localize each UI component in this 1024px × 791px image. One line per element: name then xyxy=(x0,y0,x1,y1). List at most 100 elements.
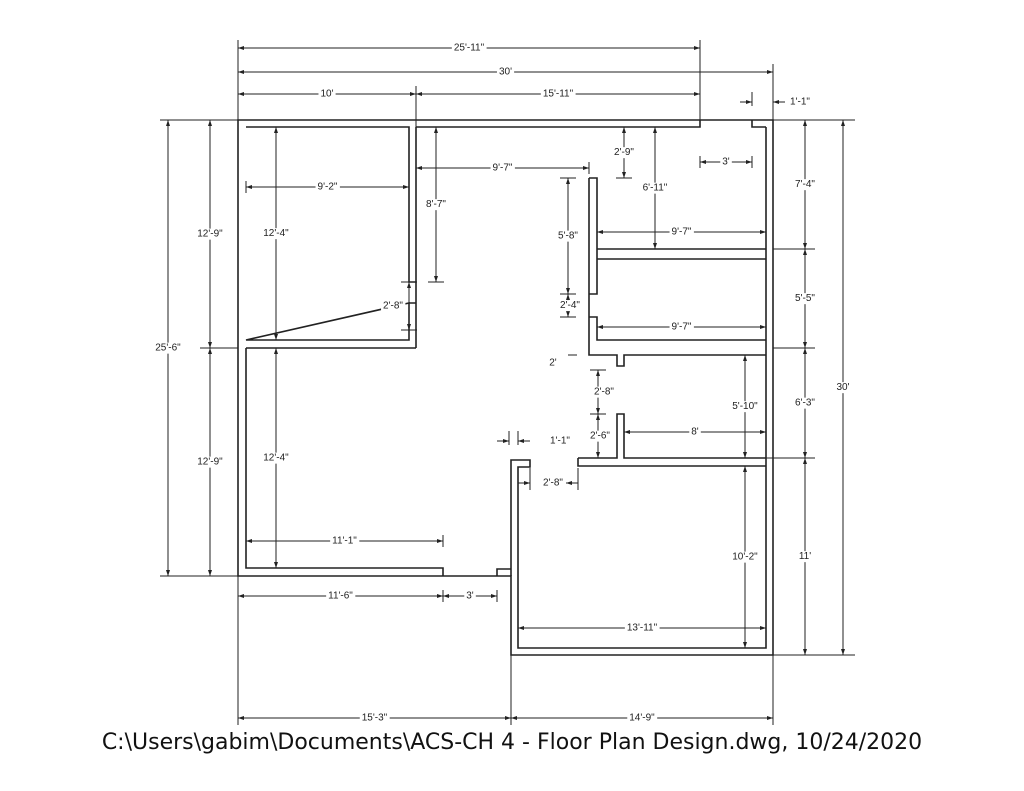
dimension-label: 15'-3" xyxy=(362,713,388,724)
dimension-label: 30' xyxy=(499,67,512,78)
label-background xyxy=(315,181,340,193)
dimension-arrow xyxy=(437,539,443,543)
dimension-label: 25'-11" xyxy=(454,43,485,54)
dimension-arrow xyxy=(434,127,438,133)
label-background xyxy=(592,386,617,398)
label-background xyxy=(627,712,658,724)
dimension-label: 11'-6" xyxy=(328,591,353,602)
dimension-label: 1'-1" xyxy=(550,436,570,447)
label-background xyxy=(540,88,576,100)
wall-middle-room xyxy=(577,413,766,467)
dimension-arrow xyxy=(653,243,657,249)
dimension-arrow xyxy=(803,348,807,354)
dimension-arrow xyxy=(238,70,244,74)
dimension-label: 9'-7" xyxy=(493,163,513,174)
label-background xyxy=(730,401,761,413)
dimension-arrow xyxy=(566,311,570,317)
dimension-arrow xyxy=(767,716,773,720)
dimension-arrow xyxy=(518,626,524,630)
dimension-arrow xyxy=(803,120,807,126)
dimension-label: 30' xyxy=(836,382,849,393)
label-background xyxy=(451,42,487,54)
dimension-arrow xyxy=(166,120,170,126)
dimension-arrow xyxy=(597,325,603,329)
dimension-arrow xyxy=(566,288,570,294)
label-background xyxy=(330,535,360,547)
dimension-label: 12'-9" xyxy=(197,229,223,240)
dimension-arrow xyxy=(624,430,630,434)
label-background xyxy=(612,147,637,159)
dimension-arrow xyxy=(596,452,600,458)
label-background xyxy=(261,452,292,464)
dimension-arrow xyxy=(746,160,752,164)
label-background xyxy=(318,88,336,100)
wall-top-inner xyxy=(416,120,766,128)
dimension-arrow xyxy=(416,92,422,96)
dimension-label: 1'-1" xyxy=(790,97,810,108)
dimension-label: 9'-2" xyxy=(318,182,338,193)
dimension-arrow xyxy=(410,92,416,96)
dimension-arrow xyxy=(566,481,572,485)
dimension-label: 5'-10" xyxy=(732,401,758,412)
dimension-arrow xyxy=(407,324,411,330)
label-background xyxy=(261,228,292,240)
dimension-label: 8' xyxy=(691,427,699,438)
dimension-arrow xyxy=(803,452,807,458)
dimension-arrow xyxy=(596,408,600,414)
dimension-label: 2'-6" xyxy=(590,431,610,442)
wall-right-inner xyxy=(510,127,767,649)
dimension-arrow xyxy=(274,562,278,568)
label-background xyxy=(195,228,226,240)
label-background xyxy=(669,321,694,333)
dimension-arrow xyxy=(597,230,603,234)
dimension-arrow xyxy=(208,120,212,126)
dimension-arrow xyxy=(803,243,807,249)
label-background xyxy=(547,357,559,369)
dimension-arrow xyxy=(524,481,530,485)
dimension-arrow xyxy=(596,370,600,376)
dimension-arrow xyxy=(803,458,807,464)
dimension-arrow xyxy=(274,334,278,340)
dimension-arrow xyxy=(803,249,807,255)
dimension-label: 25'-6" xyxy=(155,343,181,354)
wall-corridor xyxy=(588,177,766,367)
dimension-label: 2'-8" xyxy=(594,387,614,398)
dimension-label: 10'-2" xyxy=(732,552,758,563)
dimension-arrow xyxy=(760,430,766,434)
dimension-arrow xyxy=(505,716,511,720)
label-background xyxy=(326,590,356,602)
dimension-arrow xyxy=(208,348,212,354)
dimension-label: 9'-7" xyxy=(672,227,692,238)
dimension-arrow xyxy=(694,46,700,50)
dimension-arrow xyxy=(511,716,517,720)
label-background xyxy=(556,230,581,242)
dimension-arrow xyxy=(434,276,438,282)
dimension-arrow xyxy=(743,355,747,361)
outer-wall xyxy=(237,119,774,656)
file-path-caption: C:\Users\gabim\Documents\ACS-CH 4 - Floo… xyxy=(101,730,923,755)
dimension-arrow xyxy=(760,626,766,630)
dimension-label: 12'-4" xyxy=(263,453,289,464)
dimension-arrow xyxy=(746,100,752,104)
dimension-arrow xyxy=(767,70,773,74)
dimension-arrow xyxy=(596,414,600,420)
label-background xyxy=(490,162,515,174)
dimension-arrow xyxy=(743,642,747,648)
dimension-label: 12'-9" xyxy=(197,457,223,468)
dimension-arrow xyxy=(274,127,278,133)
dimensions: 25'-11"30'10'15'-11"1'-1"9'-2"9'-7"3'9'-… xyxy=(153,40,855,725)
dimension-arrow xyxy=(653,127,657,133)
dimension-arrow xyxy=(760,325,766,329)
dimension-label: 5'-8" xyxy=(558,231,578,242)
dimension-arrow xyxy=(246,185,252,189)
dimension-arrow xyxy=(403,185,409,189)
dimension-arrow xyxy=(566,294,570,300)
label-background xyxy=(424,199,449,211)
dimension-arrow xyxy=(208,342,212,348)
dimension-label: 11' xyxy=(799,551,811,562)
dimension-label: 11'-1" xyxy=(332,536,357,547)
dimension-arrow xyxy=(491,594,497,598)
dimension-arrow xyxy=(743,452,747,458)
dimension-arrow xyxy=(518,439,524,443)
